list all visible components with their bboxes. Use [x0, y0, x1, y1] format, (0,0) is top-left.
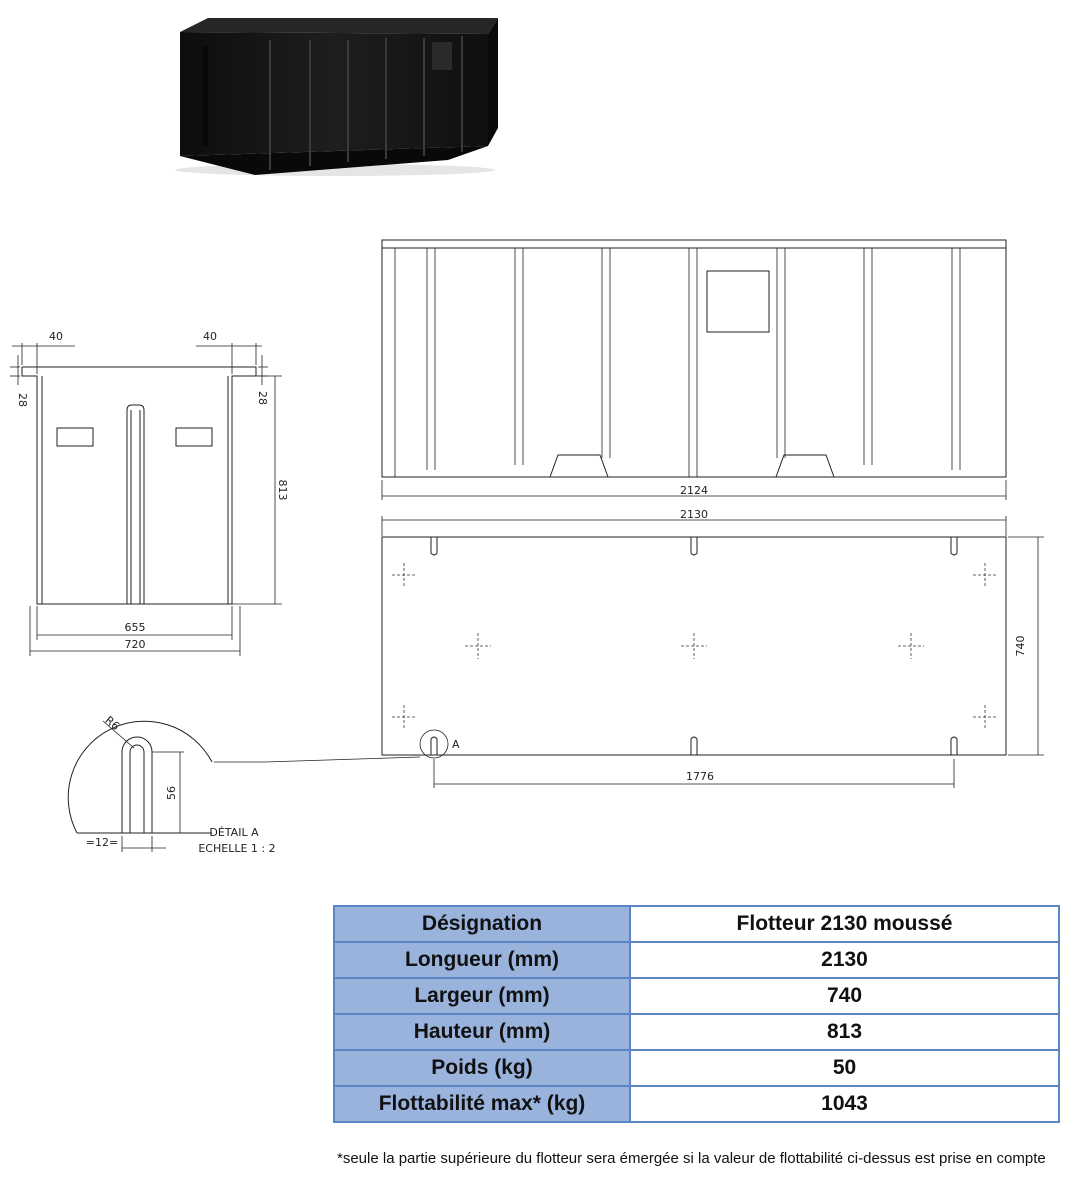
spec-label: Longueur (mm)	[333, 941, 631, 979]
dim-front-length: 2124	[680, 484, 708, 497]
dim-side-inner-width: 655	[125, 621, 146, 634]
spec-label: Poids (kg)	[333, 1049, 631, 1087]
side-view	[21, 366, 257, 605]
spec-value: Flotteur 2130 moussé	[629, 905, 1060, 943]
dim-top-length: 2130	[680, 508, 708, 521]
spec-label: Flottabilité max* (kg)	[333, 1085, 631, 1123]
front-view-dimensions	[381, 480, 1007, 536]
side-view-dimensions	[10, 343, 282, 656]
table-row: Longueur (mm) 2130	[333, 941, 1060, 979]
table-row: Flottabilité max* (kg) 1043	[333, 1085, 1060, 1123]
dim-top-width: 740	[1014, 636, 1027, 657]
dim-detail-depth: 56	[165, 786, 178, 800]
dim-side-lip-left: 28	[16, 393, 29, 407]
table-row: Poids (kg) 50	[333, 1049, 1060, 1087]
table-row: Désignation Flotteur 2130 moussé	[333, 905, 1060, 943]
table-row: Largeur (mm) 740	[333, 977, 1060, 1015]
dim-detail-width: =12=	[86, 836, 118, 849]
dim-side-height: 813	[276, 480, 289, 501]
dim-side-flange-left: 40	[49, 330, 63, 343]
dim-detail-radius: R6	[102, 714, 122, 733]
spec-table: Désignation Flotteur 2130 moussé Longueu…	[333, 905, 1060, 1123]
dim-side-flange-right: 40	[203, 330, 217, 343]
spec-label: Désignation	[333, 905, 631, 943]
footnote: *seule la partie supérieure du flotteur …	[337, 1150, 1046, 1167]
dim-slot-spacing: 1776	[686, 770, 714, 783]
dim-side-outer-width: 720	[125, 638, 146, 651]
detail-scale: ECHELLE 1 : 2	[198, 842, 275, 855]
spec-value: 50	[629, 1049, 1060, 1087]
spec-value: 2130	[629, 941, 1060, 979]
spec-value: 813	[629, 1013, 1060, 1051]
detail-a-view	[67, 720, 213, 834]
detail-a-dimensions	[102, 720, 184, 852]
spec-label: Largeur (mm)	[333, 977, 631, 1015]
front-view	[381, 239, 1007, 478]
detail-title: DÉTAIL A	[209, 826, 259, 839]
detail-marker: A	[452, 738, 460, 751]
float-photo	[175, 18, 498, 176]
table-row: Hauteur (mm) 813	[333, 1013, 1060, 1051]
technical-drawing: 40 40 28 28 813 655 720 2124 2130	[10, 18, 1044, 855]
mounting-hole-marks	[392, 563, 997, 729]
top-view	[381, 536, 1007, 759]
spec-label: Hauteur (mm)	[333, 1013, 631, 1051]
spec-value: 1043	[629, 1085, 1060, 1123]
dim-side-lip-right: 28	[256, 391, 269, 405]
top-view-dimensions	[214, 536, 1044, 788]
spec-value: 740	[629, 977, 1060, 1015]
